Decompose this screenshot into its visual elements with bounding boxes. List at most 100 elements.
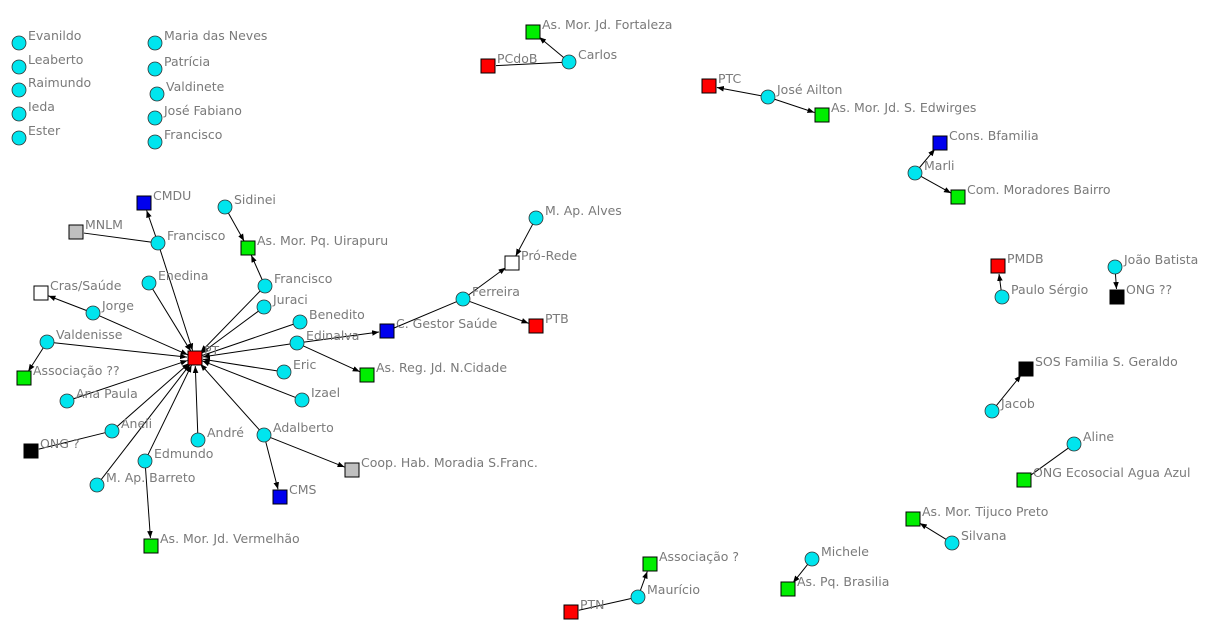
node-edwirges[interactable]: As. Mor. Jd. S. Edwirges	[814, 100, 976, 123]
node-mnlm[interactable]: MNLM	[68, 217, 123, 240]
node-label: Leaberto	[28, 52, 83, 67]
association-square-icon	[525, 24, 541, 40]
node-fortaleza[interactable]: As. Mor. Jd. Fortaleza	[525, 17, 672, 40]
node-adalberto[interactable]: Adalberto	[256, 420, 334, 443]
edge-adalberto-pt	[199, 363, 260, 431]
edge-francisco1-cmdu	[146, 210, 157, 237]
node-label: PMDB	[1007, 251, 1044, 266]
node-label: Paulo Sérgio	[1011, 282, 1088, 297]
node-cgestor[interactable]: C. Gestor Saúde	[379, 316, 498, 339]
node-ptn[interactable]: PTN	[563, 597, 605, 620]
node-jorge[interactable]: Jorge	[85, 298, 134, 321]
node-edmundo[interactable]: Edmundo	[137, 446, 213, 469]
node-label: M. Ap. Alves	[545, 203, 622, 218]
node-label: PTB	[545, 311, 569, 326]
node-joseailton[interactable]: José Ailton	[760, 82, 842, 105]
edge-marli-commoradores	[920, 175, 952, 194]
node-aneli[interactable]: Aneli	[104, 416, 152, 439]
node-carlos[interactable]: Carlos	[561, 47, 617, 70]
node-pcdob[interactable]: PCdoB	[480, 51, 537, 74]
node-mauricio[interactable]: Maurício	[630, 582, 700, 605]
node-jacob[interactable]: Jacob	[984, 396, 1035, 419]
association-square-icon	[1016, 472, 1032, 488]
node-joaobatista[interactable]: João Batista	[1107, 252, 1198, 275]
association-square-icon	[814, 107, 830, 123]
node-cms[interactable]: CMS	[272, 482, 317, 505]
node-cmdu[interactable]: CMDU	[136, 188, 191, 211]
node-label: Silvana	[961, 528, 1007, 543]
node-andre[interactable]: André	[190, 425, 244, 448]
node-prorede[interactable]: Pró-Rede	[504, 248, 577, 271]
node-valdinete[interactable]: Valdinete	[149, 79, 225, 102]
node-evanildo[interactable]: Evanildo	[11, 28, 81, 51]
node-assoc2q[interactable]: Associação ??	[16, 363, 120, 386]
person-circle-icon	[11, 106, 27, 122]
node-aline[interactable]: Aline	[1066, 429, 1114, 452]
node-cras[interactable]: Cras/Saúde	[33, 278, 122, 301]
node-label: CMS	[289, 482, 317, 497]
node-eric[interactable]: Eric	[276, 357, 317, 380]
node-commoradores[interactable]: Com. Moradores Bairro	[950, 182, 1111, 205]
node-label: José Ailton	[776, 82, 842, 97]
node-benedito[interactable]: Benedito	[292, 307, 365, 330]
node-label: As. Mor. Tijuco Preto	[922, 504, 1048, 519]
node-label: Maria das Neves	[164, 28, 267, 43]
node-anapaula[interactable]: Ana Paula	[59, 386, 138, 409]
node-label: Izael	[311, 385, 340, 400]
node-label: Associação ?	[659, 549, 739, 564]
node-silvana[interactable]: Silvana	[944, 528, 1007, 551]
node-edinalva[interactable]: Edinalva	[289, 328, 359, 351]
node-assoc1q[interactable]: Associação ?	[642, 549, 739, 572]
node-enedina[interactable]: Enedina	[141, 268, 209, 291]
person-circle-icon	[141, 275, 157, 291]
node-marli[interactable]: Marli	[907, 158, 955, 181]
node-francisco0[interactable]: Francisco	[147, 127, 222, 150]
node-sidinei[interactable]: Sidinei	[217, 192, 276, 215]
edge-aneli-pt	[116, 362, 190, 427]
person-circle-icon	[59, 393, 75, 409]
node-ptc[interactable]: PTC	[701, 71, 741, 94]
node-sos[interactable]: SOS Familia S. Geraldo	[1018, 354, 1178, 377]
edge-edinalva-pt	[202, 343, 291, 359]
node-francisco1[interactable]: Francisco	[150, 228, 225, 251]
node-tijuco[interactable]: As. Mor. Tijuco Preto	[905, 504, 1048, 527]
node-ferreira[interactable]: Ferreira	[455, 284, 520, 307]
node-patricia[interactable]: Patrícia	[147, 54, 210, 77]
association-square-icon	[16, 370, 32, 386]
node-leaberto[interactable]: Leaberto	[11, 52, 83, 75]
node-ecosocial[interactable]: ONG Ecosocial Agua Azul	[1016, 465, 1190, 488]
node-ieda[interactable]: Ieda	[11, 99, 55, 122]
person-circle-icon	[528, 210, 544, 226]
node-valdenisse[interactable]: Valdenisse	[39, 327, 123, 350]
node-juraci[interactable]: Juraci	[256, 292, 308, 315]
node-brasilia[interactable]: As. Pq. Brasilia	[780, 574, 889, 597]
node-ptb[interactable]: PTB	[528, 311, 569, 334]
edge-juraci-pt	[201, 310, 259, 354]
node-mapbarreto[interactable]: M. Ap. Barreto	[89, 470, 195, 493]
node-bfamilia[interactable]: Cons. Bfamilia	[932, 128, 1039, 151]
node-josefabiano[interactable]: José Fabiano	[147, 103, 242, 126]
node-francisco2[interactable]: Francisco	[257, 271, 332, 294]
node-label: Jorge	[101, 298, 134, 313]
node-pmdb[interactable]: PMDB	[990, 251, 1044, 274]
node-paulosergio[interactable]: Paulo Sérgio	[994, 282, 1088, 305]
edge-benedito-pt	[202, 323, 294, 356]
node-mapalves[interactable]: M. Ap. Alves	[528, 203, 622, 226]
node-vermelhao[interactable]: As. Mor. Jd. Vermelhão	[143, 531, 300, 554]
node-pt[interactable]: PT	[187, 343, 220, 366]
node-ester[interactable]: Ester	[11, 123, 61, 146]
edge-mauricio-assoc1q	[639, 571, 648, 591]
node-asreg[interactable]: As. Reg. Jd. N.Cidade	[359, 360, 507, 383]
node-coop[interactable]: Coop. Hab. Moradia S.Franc.	[344, 455, 538, 478]
person-circle-icon	[630, 589, 646, 605]
node-raimundo[interactable]: Raimundo	[11, 75, 91, 98]
node-michele[interactable]: Michele	[804, 544, 869, 567]
node-uirapuru[interactable]: As. Mor. Pq. Uirapuru	[240, 233, 388, 256]
node-izael[interactable]: Izael	[294, 385, 340, 408]
person-circle-icon	[147, 110, 163, 126]
node-ong1q[interactable]: ONG ?	[23, 436, 79, 459]
ong-square-icon	[1018, 361, 1034, 377]
node-label: Jacob	[1000, 396, 1035, 411]
node-maria[interactable]: Maria das Neves	[147, 28, 267, 51]
node-ong2q[interactable]: ONG ??	[1109, 282, 1172, 305]
